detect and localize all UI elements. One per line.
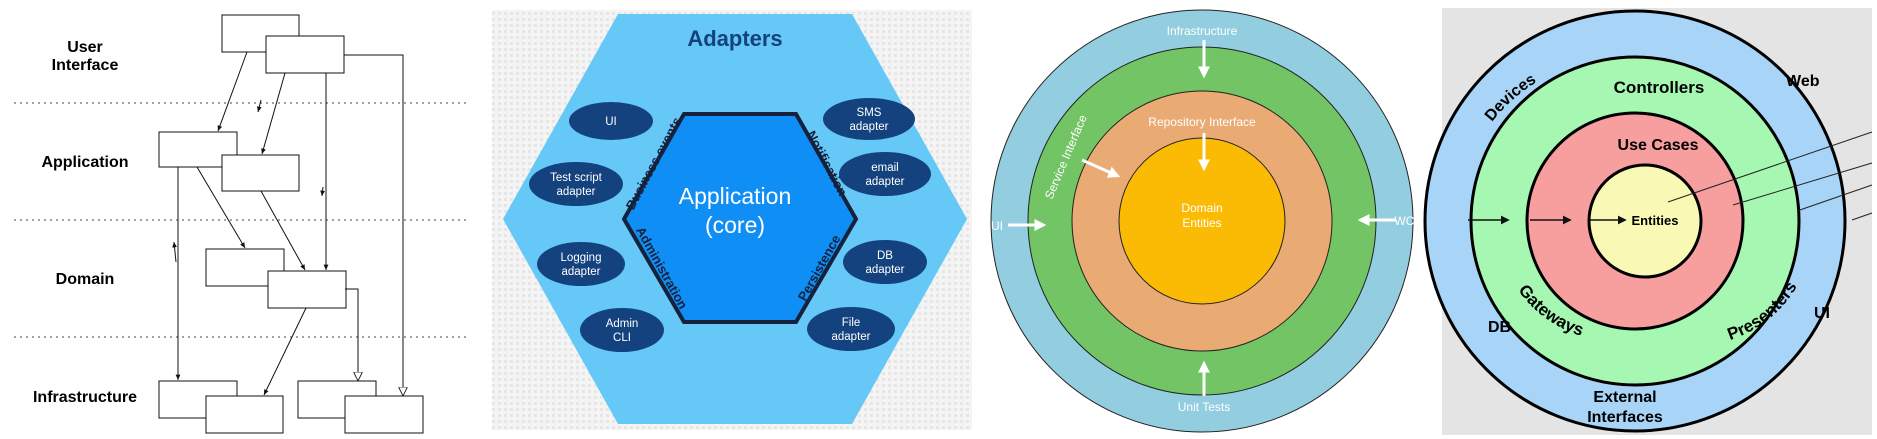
onion-ui-label: UI <box>991 219 1003 233</box>
dependency-arrow <box>260 190 306 271</box>
layered-architecture-diagram: User Interface Application Domain Infras… <box>14 14 470 434</box>
service-interface-arrow <box>1081 158 1121 178</box>
adapter-ui-label: UI <box>605 116 617 128</box>
domain-entities-core <box>1118 137 1286 305</box>
application-box <box>221 154 300 192</box>
infrastructure-layer-label: Infrastructure <box>33 389 137 406</box>
adapter-email-pill <box>839 152 931 196</box>
adapter-test-script-label-1: Test script <box>550 172 603 184</box>
adapter-logging-pill <box>537 242 625 286</box>
infrastructure-box <box>344 395 424 434</box>
entities-core <box>1587 163 1703 279</box>
dependency-arrow <box>256 99 262 113</box>
onion-unit-tests-label: Unit Tests <box>1178 400 1230 414</box>
adapter-logging-label-1: Logging <box>561 252 602 264</box>
dependency-arrow <box>263 307 307 396</box>
application-core-hexagon <box>621 112 859 324</box>
adapter-file-label-2: adapter <box>831 331 870 343</box>
adapter-admin-cli-label-1: Admin <box>606 318 639 330</box>
external-interfaces-label-line2: Interfaces <box>1587 409 1663 426</box>
onion-infrastructure-label: Infrastructure <box>1167 24 1238 38</box>
adapter-test-script-pill <box>529 162 623 206</box>
entities-label: Entities <box>1632 213 1679 228</box>
domain-box <box>267 270 347 309</box>
dependency-arrow <box>320 186 325 197</box>
adapter-admin-cli-label-2: CLI <box>613 332 631 344</box>
flow-line <box>1667 131 1873 203</box>
hexagonal-architecture-diagram: Adapters Application (core) Business eve… <box>492 10 972 430</box>
user-interface-label-line1: User <box>67 39 103 56</box>
ui-box <box>265 35 345 74</box>
repository-interface-label: Repository Interface <box>1148 115 1256 129</box>
adapters-title: Adapters <box>687 26 782 51</box>
adapter-sms-label-1: SMS <box>857 107 882 119</box>
adapter-db-pill <box>843 240 927 284</box>
adapter-email-label-2: adapter <box>865 176 904 188</box>
clean-architecture-diagram: Controllers Use Cases Entities Web DB UI… <box>1423 8 1873 435</box>
clean-ui-label: UI <box>1814 305 1830 322</box>
adapter-sms-pill <box>823 98 915 140</box>
external-interfaces-label-line1: External <box>1593 389 1656 406</box>
dependency-arrow <box>196 166 246 249</box>
adapter-file-label-1: File <box>842 317 861 329</box>
domain-layer-label: Domain <box>56 271 115 288</box>
controllers-label: Controllers <box>1614 78 1705 97</box>
adapter-file-pill <box>807 307 895 351</box>
adapter-sms-label-2: adapter <box>849 121 888 133</box>
db-label: DB <box>1488 319 1511 336</box>
flow-line <box>1732 162 1873 206</box>
domain-label-line2: Entities <box>1182 216 1221 230</box>
infrastructure-box <box>205 395 284 434</box>
use-cases-label: Use Cases <box>1618 137 1699 154</box>
realization-arrow <box>344 54 403 395</box>
realization-arrow <box>345 288 358 380</box>
adapter-email-label-1: email <box>871 162 898 174</box>
flow-line <box>1851 212 1873 221</box>
adapter-ui-pill <box>569 102 653 140</box>
user-interface-label-line2: Interface <box>52 57 119 74</box>
adapter-admin-cli-pill <box>580 308 664 352</box>
core-label-line1: Application <box>679 183 792 209</box>
web-label: Web <box>1786 73 1820 90</box>
onion-architecture-diagram: Infrastructure Repository Interface Doma… <box>990 9 1422 433</box>
adapter-db-label-1: DB <box>877 250 893 262</box>
adapter-db-label-2: adapter <box>865 264 904 276</box>
domain-label-line1: Domain <box>1181 201 1222 215</box>
adapter-test-script-label-2: adapter <box>556 186 595 198</box>
core-label-line2: (core) <box>705 212 765 238</box>
dependency-arrow <box>261 72 286 155</box>
dependency-arrow <box>217 51 248 132</box>
adapter-logging-label-2: adapter <box>561 266 600 278</box>
flow-line <box>1796 184 1873 212</box>
application-layer-label: Application <box>41 154 128 171</box>
dependency-arrow <box>172 241 177 263</box>
onion-wcf-label: WCF <box>1394 214 1421 228</box>
